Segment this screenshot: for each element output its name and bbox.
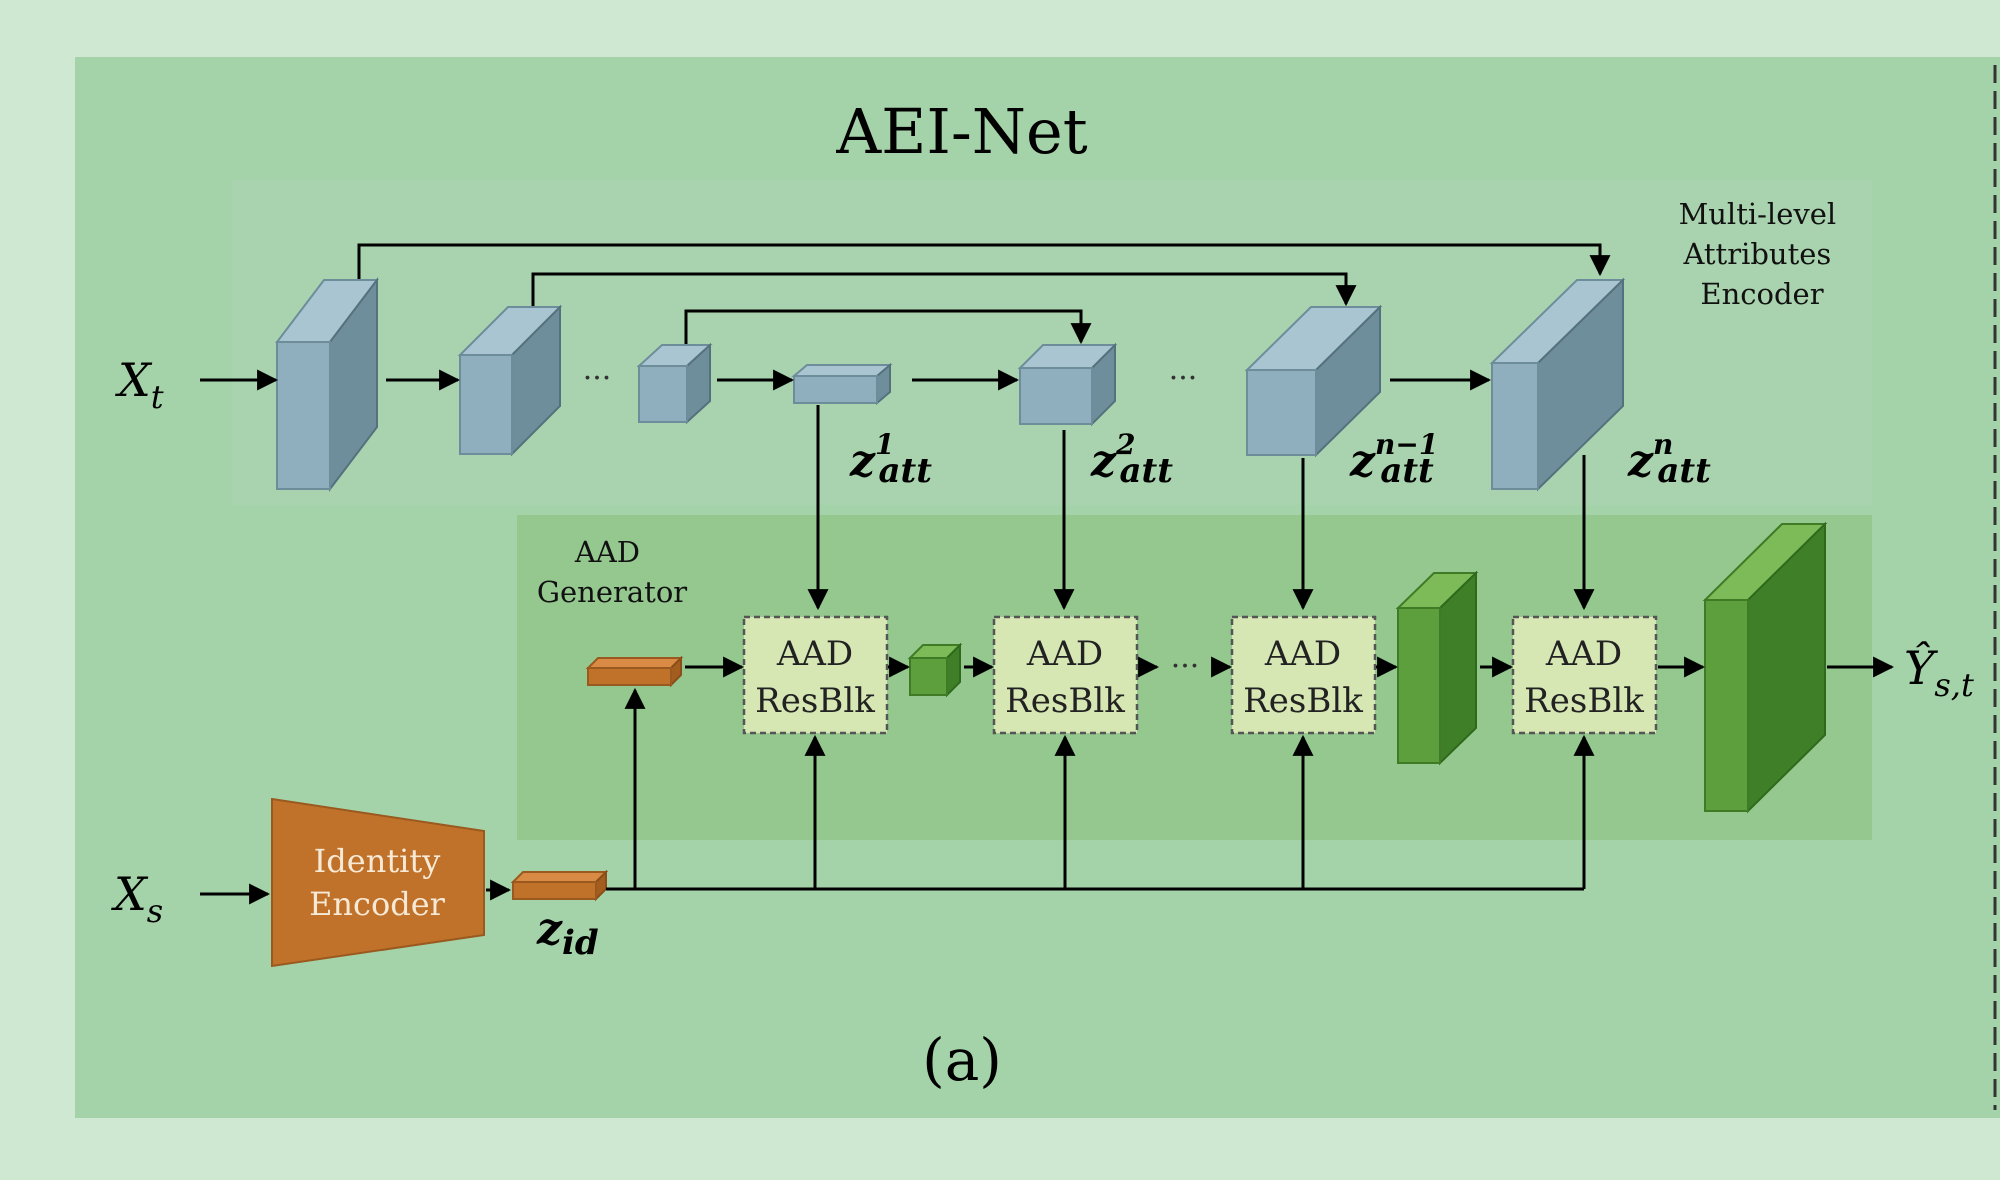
encoder-ellipsis-1: ··· (583, 361, 612, 396)
encoder-block-2 (457, 304, 563, 457)
aad-resblk-2: AAD ResBlk (992, 615, 1139, 735)
generator-feature-1 (907, 642, 963, 698)
svg-text:AAD: AAD (1026, 634, 1103, 674)
output-label: Ŷs,t (1904, 640, 1974, 704)
generator-input-bar (585, 655, 684, 688)
aad-resblk-1: AAD ResBlk (742, 615, 889, 735)
generator-output-feature (1702, 521, 1828, 814)
svg-text:ResBlk: ResBlk (1524, 681, 1644, 721)
decoder-block-2 (1244, 304, 1383, 458)
encoder-label: Multi-level Attributes Encoder (1679, 197, 1846, 311)
svg-text:AAD: AAD (1264, 634, 1341, 674)
zid-label: zid (536, 904, 599, 963)
decoder-block-1 (1017, 342, 1118, 427)
svg-text:Encoder: Encoder (309, 885, 446, 923)
decoder-block-3 (1489, 277, 1626, 492)
input-xs-label: Xs (111, 867, 163, 930)
svg-text:ResBlk: ResBlk (1243, 681, 1363, 721)
diagram-title: AEI-Net (835, 95, 1087, 168)
svg-text:AAD: AAD (776, 634, 853, 674)
svg-text:AAD: AAD (1545, 634, 1622, 674)
aad-resblk-3: AAD ResBlk (1230, 615, 1377, 735)
encoder-bottleneck (791, 362, 893, 406)
identity-encoder: Identity Encoder (271, 797, 485, 968)
generator-label: AAD Generator (537, 535, 687, 609)
zatt-arrows (807, 405, 1595, 611)
zid-bar (510, 869, 609, 902)
encoder-block-1 (274, 277, 380, 492)
aad-resblk-4: AAD ResBlk (1511, 615, 1658, 735)
svg-text:Identity: Identity (314, 842, 441, 880)
input-xt-label: Xt (115, 353, 164, 416)
encoder-ellipsis-2: ··· (1169, 361, 1198, 396)
generator-feature-2 (1395, 570, 1479, 766)
skip-connections (357, 243, 1611, 345)
identity-arrows (606, 687, 1595, 891)
generator-ellipsis: ··· (1171, 649, 1200, 684)
figure-caption: (a) (922, 1026, 1002, 1094)
svg-text:ResBlk: ResBlk (1005, 681, 1125, 721)
encoder-block-3 (636, 342, 713, 425)
svg-text:ResBlk: ResBlk (755, 681, 875, 721)
